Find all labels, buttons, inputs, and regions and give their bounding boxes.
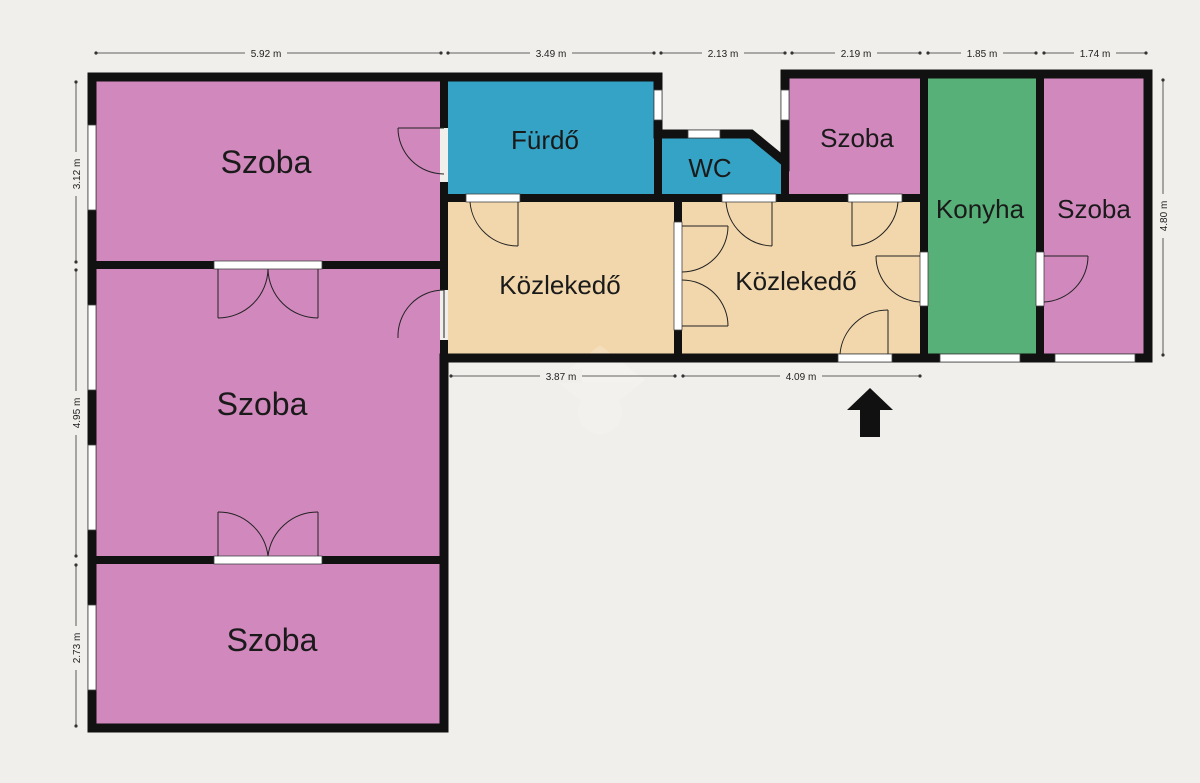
dim-right-1: 4.80 m [1159, 201, 1170, 232]
dimension-labels: 5.92 m 3.49 m 2.13 m 2.19 m 1.85 m 1.74 … [69, 46, 1170, 670]
outer-wall [87, 69, 1153, 733]
windows [87, 89, 1136, 691]
dim-left-3: 2.73 m [72, 633, 83, 664]
room-szoba-bottom-left [92, 560, 444, 728]
room-label-kozlekedo-right: Közlekedő [735, 266, 856, 296]
room-label-furdo: Fürdő [511, 125, 579, 155]
room-label-konyha: Konyha [936, 194, 1025, 224]
room-furdo [444, 77, 658, 198]
window [687, 129, 721, 139]
window [87, 604, 97, 691]
window [87, 304, 97, 391]
dim-left-2: 4.95 m [72, 398, 83, 429]
dim-top-5: 1.85 m [967, 49, 998, 60]
room-label-szoba-right: Szoba [1057, 194, 1131, 224]
dim-inner-2: 4.09 m [786, 372, 817, 383]
dim-left-1: 3.12 m [72, 159, 83, 190]
room-fills [92, 74, 1148, 728]
room-szoba-small [785, 74, 924, 198]
dim-inner-1: 3.87 m [546, 372, 577, 383]
window [653, 89, 663, 121]
dim-top-1: 5.92 m [251, 49, 282, 60]
window [87, 444, 97, 531]
room-label-kozlekedo-left: Közlekedő [499, 270, 620, 300]
window [87, 124, 97, 211]
room-label-szoba-small: Szoba [820, 123, 894, 153]
entrance-arrow-icon [847, 388, 893, 437]
room-label-szoba-bottom-left: Szoba [227, 622, 318, 658]
dim-top-2: 3.49 m [536, 49, 567, 60]
room-szoba-right [1040, 74, 1148, 358]
window [780, 89, 790, 121]
room-wc [658, 134, 785, 198]
dim-top-3: 2.13 m [708, 49, 739, 60]
doors [213, 127, 1089, 565]
room-kozlekedo-right [678, 198, 924, 358]
room-kozlekedo-left [444, 198, 678, 358]
room-label-wc: WC [688, 153, 731, 183]
window [939, 353, 1021, 363]
room-szoba-middle-left [92, 265, 444, 560]
window [1054, 353, 1136, 363]
room-label-szoba-middle-left: Szoba [217, 386, 308, 422]
room-label-szoba-top-left: Szoba [221, 144, 312, 180]
room-labels: Szoba Szoba Szoba Fürdő WC Szoba Konyha … [217, 123, 1132, 658]
room-konyha [924, 74, 1040, 358]
walls [87, 69, 1153, 733]
dim-top-4: 2.19 m [841, 49, 872, 60]
room-szoba-top-left [92, 77, 444, 265]
dim-top-6: 1.74 m [1080, 49, 1111, 60]
window [837, 353, 893, 363]
